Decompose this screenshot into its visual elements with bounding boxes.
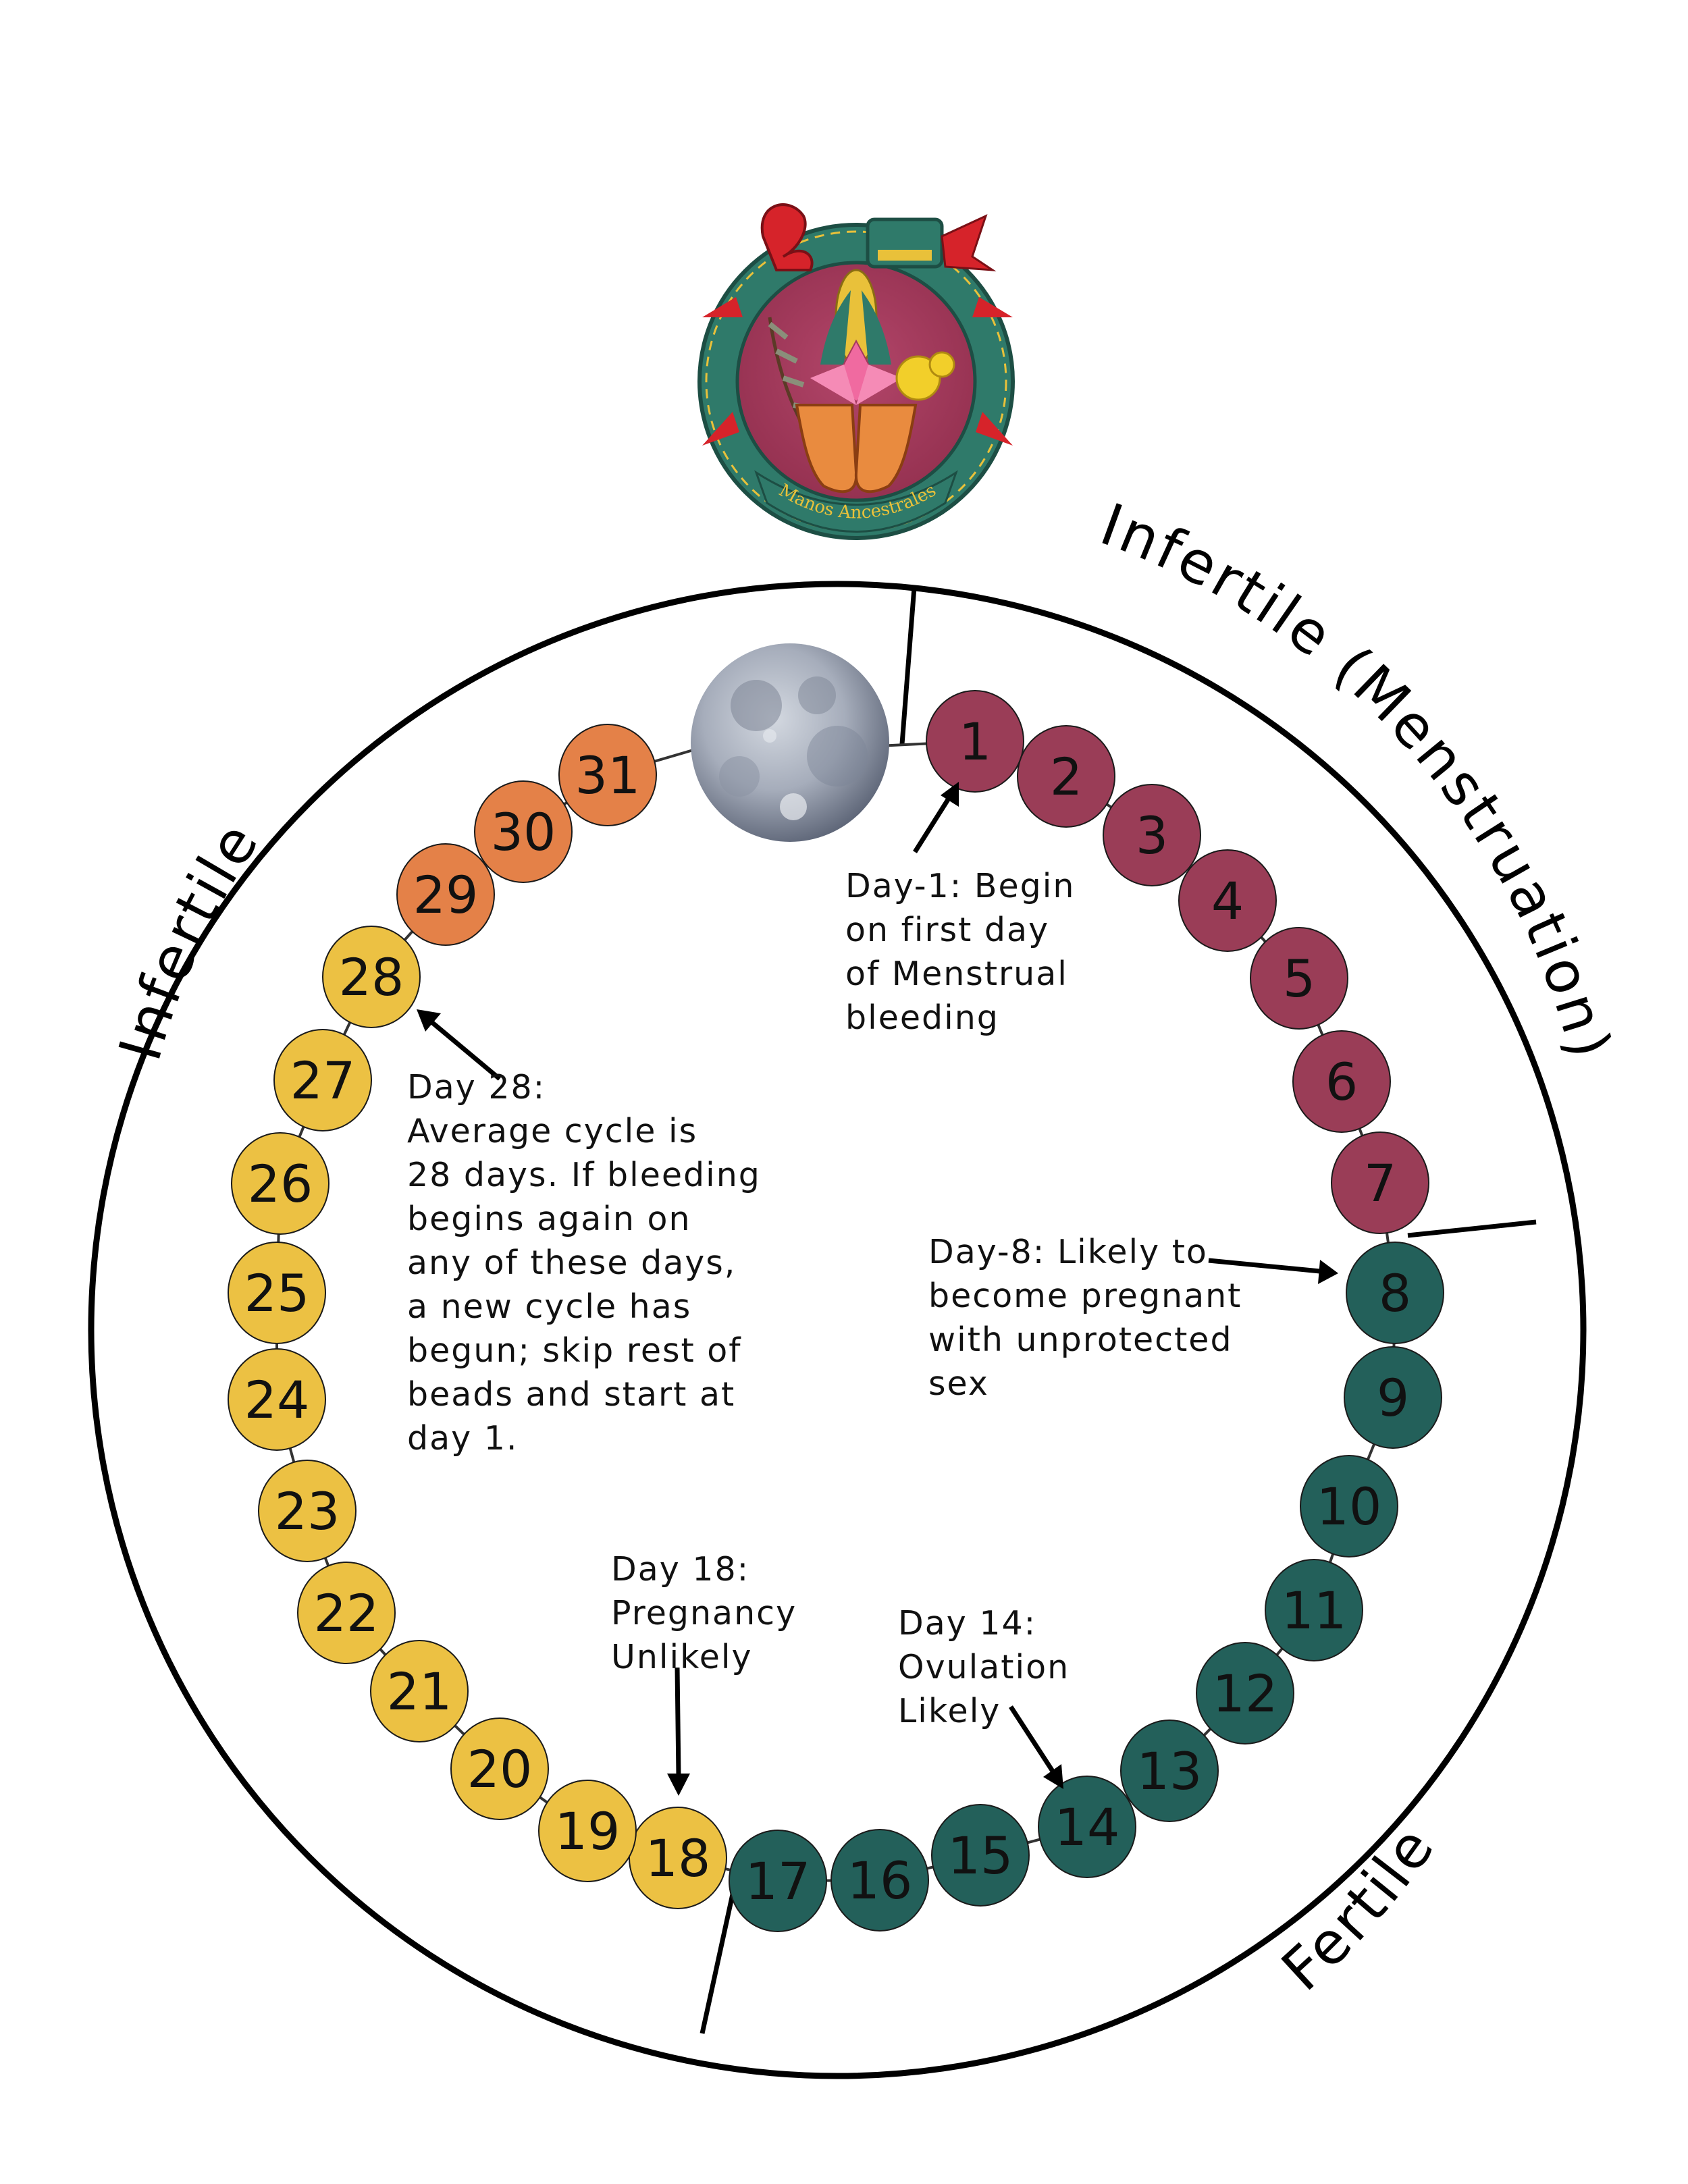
bead-day-10: 10 [1300,1456,1398,1557]
bead-label: 3 [1136,805,1168,865]
arrow-day18 [667,1668,690,1796]
bead-day-11: 11 [1265,1560,1363,1661]
bead-day-6: 6 [1293,1031,1390,1132]
bead-day-22: 22 [298,1562,395,1663]
phase-label-fertile: Fertile [1269,1813,1448,2004]
bead-day-7: 7 [1331,1132,1429,1233]
bead-label: 20 [467,1739,533,1799]
bead-label: 15 [948,1826,1013,1886]
bead-day-15: 15 [932,1805,1029,1906]
bead-label: 14 [1055,1797,1120,1857]
bead-label: 22 [314,1583,379,1643]
bead-label: 17 [745,1851,811,1911]
note-day28: Day 28: Average cycle is 28 days. If ble… [407,1065,761,1460]
phase-label-menstruation: Infertile (Menstruation) [1092,491,1624,1067]
bead-day-8: 8 [1346,1242,1444,1343]
bead-label: 10 [1317,1476,1382,1537]
full-moon-icon [691,643,889,842]
note-day8: Day-8: Likely to become pregnant with un… [928,1230,1242,1406]
bead-day-25: 25 [228,1242,325,1343]
bead-label: 16 [847,1850,913,1911]
bead-label: 31 [575,745,641,805]
bead-day-21: 21 [371,1641,468,1742]
divider-infertile-start [702,1885,735,2033]
bead-day-26: 26 [232,1133,329,1234]
bead-day-14: 14 [1038,1776,1136,1877]
note-day14: Day 14: Ovulation Likely [898,1601,1070,1733]
bead-label: 19 [555,1801,621,1861]
note-day1: Day-1: Begin on first day of Menstrual b… [845,864,1075,1040]
bead-label: 11 [1282,1580,1347,1641]
bead-day-24: 24 [228,1349,325,1450]
bead-day-18: 18 [629,1807,727,1909]
bead-day-13: 13 [1121,1720,1218,1821]
bead-label: 13 [1137,1741,1203,1801]
bead-label: 30 [491,802,556,862]
bead-label: 6 [1325,1052,1358,1112]
bead-label: 8 [1379,1263,1411,1323]
bead-label: 9 [1377,1368,1409,1428]
bead-day-9: 9 [1344,1347,1442,1448]
bead-label: 2 [1050,747,1082,807]
bead-day-19: 19 [539,1780,636,1882]
bead-label: 21 [387,1661,452,1722]
bead-label: 18 [645,1828,711,1888]
bead-day-17: 17 [729,1830,826,1932]
bead-label: 5 [1283,949,1315,1009]
bead-label: 24 [244,1370,310,1430]
bead-day-28: 28 [323,926,420,1028]
arrow-day1 [915,782,959,852]
bead-label: 26 [248,1154,313,1214]
bead-day-2: 2 [1018,726,1115,827]
manos-ancestrales-logo: Manos Ancestrales [700,205,1013,538]
bead-day-4: 4 [1179,850,1276,951]
bead-day-29: 29 [397,844,494,945]
bead-day-20: 20 [451,1718,548,1819]
bead-day-31: 31 [559,724,656,826]
bead-day-1: 1 [926,691,1024,792]
bead-label: 12 [1213,1663,1278,1724]
bead-day-23: 23 [259,1460,356,1562]
bead-label: 1 [959,712,991,772]
bead-label: 29 [413,865,479,925]
bead-label: 7 [1364,1153,1396,1213]
bead-day-12: 12 [1196,1643,1294,1744]
bead-label: 23 [275,1481,340,1541]
bead-day-30: 30 [475,781,572,882]
bead-label: 25 [244,1263,310,1323]
bead-day-16: 16 [831,1830,928,1931]
bead-day-27: 27 [274,1030,371,1131]
note-day18: Day 18: Pregnancy Unlikely [611,1547,797,1679]
bead-label: 4 [1211,871,1244,931]
phase-label-infertile: Infertile [107,809,273,1067]
bead-label: 28 [339,947,404,1007]
bead-day-3: 3 [1103,784,1201,886]
divider-menstruation-start [902,587,914,744]
bead-day-5: 5 [1250,928,1348,1029]
divider-fertile-start [1408,1222,1536,1235]
bead-label: 27 [290,1050,356,1111]
